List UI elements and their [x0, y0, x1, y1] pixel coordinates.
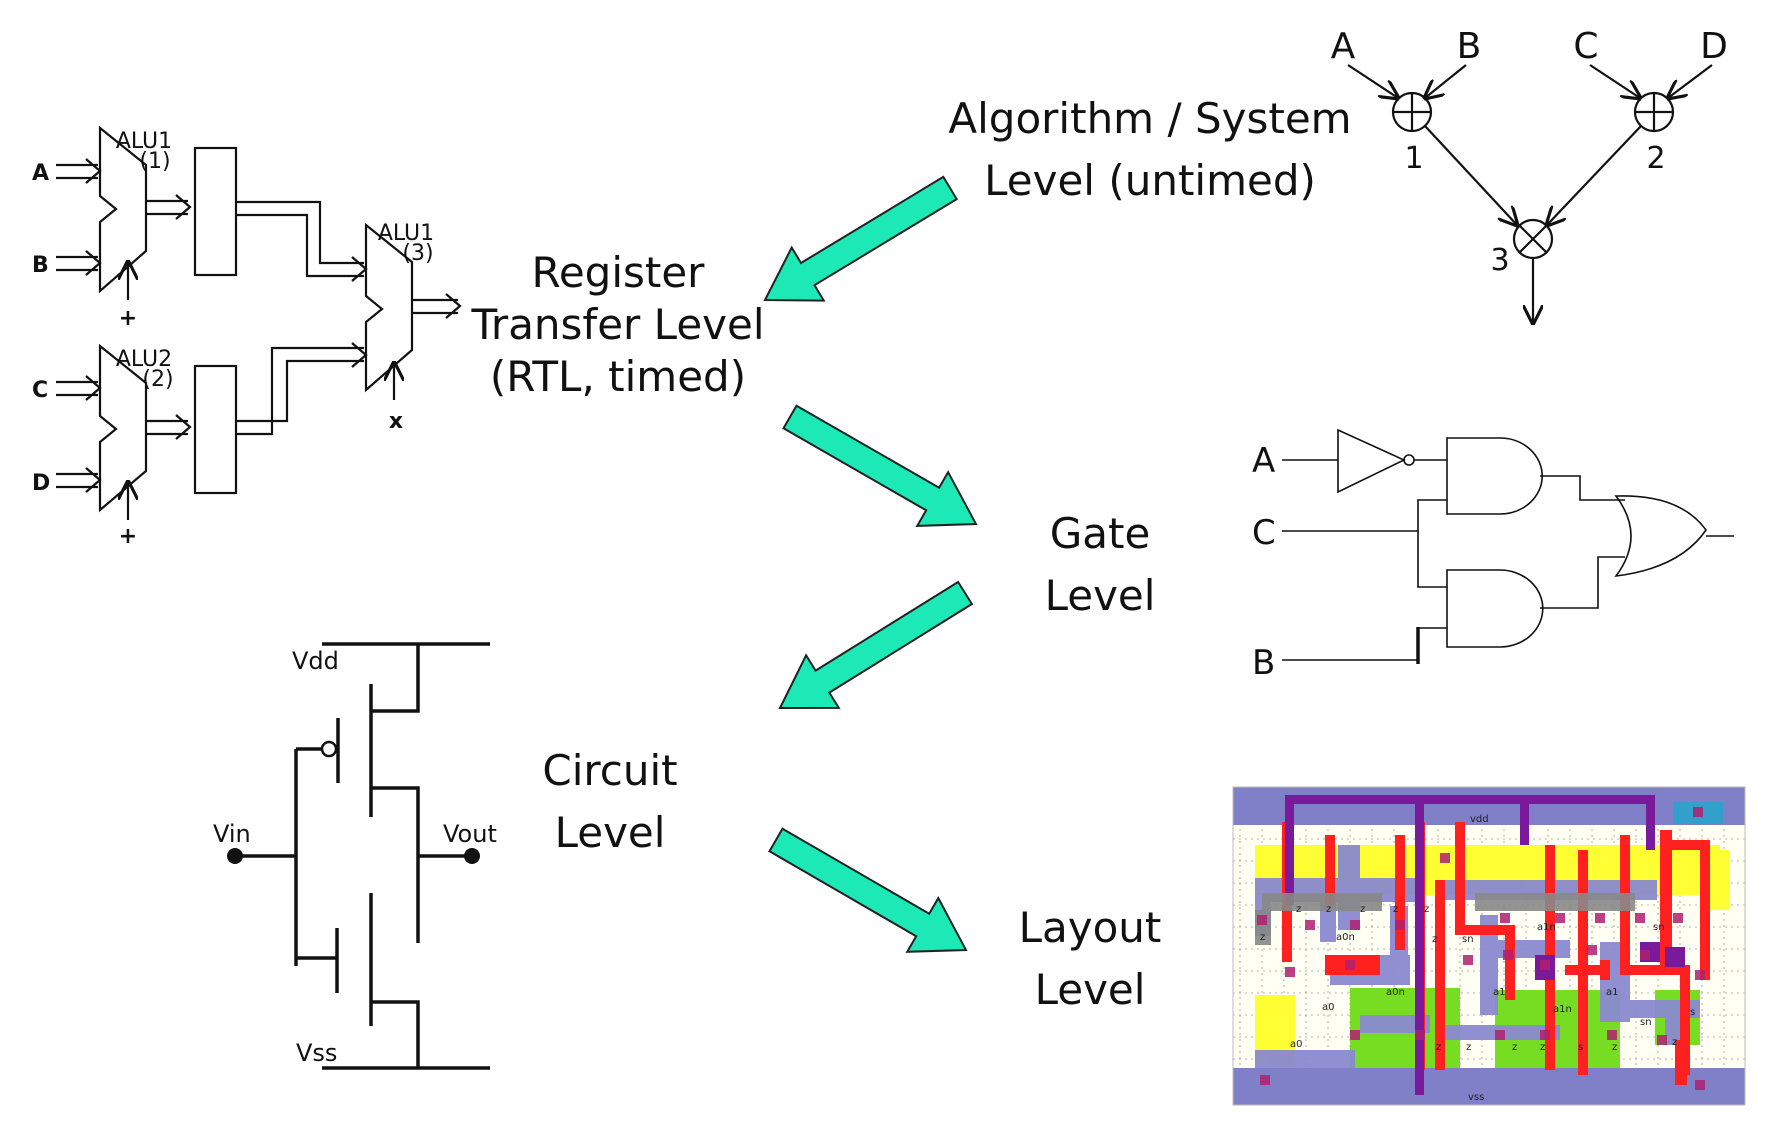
arrow-rtl-to-gate: [782, 404, 978, 527]
gate-schematic: A C B: [1252, 428, 1734, 683]
svg-text:Transfer Level: Transfer Level: [470, 300, 764, 349]
layout-net-label: vss: [1468, 1092, 1484, 1103]
layout-net-label: z: [1436, 1042, 1441, 1053]
layout-net-label: a0n: [1386, 987, 1405, 998]
arrow-circuit-to-layout: [768, 827, 968, 953]
and-gate-2: [1446, 569, 1544, 648]
algo-input-a: A: [1331, 26, 1356, 67]
register-1: [193, 146, 238, 277]
algorithm-dataflow-graph: A B C D 1 2 3: [1331, 26, 1728, 323]
layout-net-label: z: [1360, 904, 1365, 915]
svg-text:Level: Level: [1045, 571, 1156, 620]
layout-net-label: z: [1512, 1042, 1517, 1053]
layout-net-label: a1: [1606, 987, 1619, 998]
layout-view: vdd vss z z z z z a0n a0n a0 a0 z sn a1n a1 a1n sn sn z z z z…: [1232, 786, 1746, 1106]
layout-net-label: z: [1466, 1042, 1471, 1053]
svg-text:x: x: [389, 409, 403, 434]
svg-text:2: 2: [1646, 141, 1665, 176]
circuit-level-title: Circuit Level: [542, 746, 677, 857]
svg-text:Layout: Layout: [1019, 903, 1162, 952]
svg-text:ALU1: ALU1: [378, 221, 434, 246]
vout-label: Vout: [443, 820, 497, 848]
layout-net-label: a1: [1493, 987, 1506, 998]
svg-text:Circuit: Circuit: [542, 746, 677, 795]
svg-text:ALU2: ALU2: [116, 347, 172, 372]
gate-input-b: B: [1252, 643, 1275, 683]
svg-text:Level (untimed): Level (untimed): [984, 156, 1316, 205]
rtl-input-d: D: [32, 471, 50, 496]
layout-net-label: z: [1296, 904, 1301, 915]
svg-text:3: 3: [1490, 243, 1509, 278]
layout-net-label: a1n: [1537, 922, 1556, 933]
layout-net-label: s: [1690, 1007, 1695, 1018]
layout-net-label: a0: [1322, 1002, 1335, 1013]
layout-level-title: Layout Level: [1019, 903, 1162, 1014]
layout-net-label: sn: [1462, 934, 1474, 945]
vout-node: [464, 848, 480, 864]
vin-node: [227, 848, 243, 864]
layout-net-label: vdd: [1470, 814, 1489, 825]
layout-net-label: s: [1578, 1042, 1583, 1053]
svg-text:1: 1: [1404, 141, 1423, 176]
or-gate: [1614, 495, 1707, 578]
svg-text:+: +: [119, 524, 137, 549]
svg-text:(3): (3): [402, 241, 433, 266]
rtl-input-c: C: [32, 378, 48, 403]
layout-net-label: a1n: [1553, 1004, 1572, 1015]
layout-net-label: z: [1540, 1042, 1545, 1053]
algorithm-level-title: Algorithm / System Level (untimed): [948, 94, 1351, 205]
cmos-inverter-circuit: Vdd Vss Vin Vout: [213, 642, 497, 1070]
svg-text:ALU1: ALU1: [116, 129, 172, 154]
gate-input-a: A: [1252, 441, 1275, 481]
algo-input-d: D: [1700, 26, 1728, 67]
svg-text:(RTL, timed): (RTL, timed): [490, 352, 746, 401]
inverter-gate: [1337, 428, 1406, 494]
layout-net-label: z: [1326, 904, 1331, 915]
gate-level-title: Gate Level: [1045, 509, 1156, 620]
layout-net-label: z: [1393, 904, 1398, 915]
svg-text:Register: Register: [532, 248, 706, 297]
register-2: [193, 364, 238, 495]
and-gate-1: [1446, 437, 1543, 515]
rtl-input-b: B: [32, 253, 49, 278]
multiplier-node-3: [1512, 218, 1554, 260]
layout-net-label: z: [1260, 932, 1265, 943]
gate-input-c: C: [1252, 513, 1276, 553]
layout-net-label: sn: [1653, 922, 1665, 933]
adder-node-2: [1633, 91, 1675, 133]
layout-net-label: sn: [1640, 1017, 1652, 1028]
algo-input-c: C: [1573, 26, 1598, 67]
layout-net-label: z: [1432, 934, 1437, 945]
layout-net-label: z: [1424, 904, 1429, 915]
vin-label: Vin: [213, 820, 251, 848]
adder-node-1: [1391, 91, 1433, 133]
rtl-datapath: ALU1 (1) ALU2 (2) ALU1 (3) A B C D: [32, 125, 462, 549]
svg-text:Level: Level: [1035, 965, 1146, 1014]
svg-text:(1): (1): [139, 149, 170, 174]
vss-label: Vss: [296, 1039, 337, 1067]
flow-arrows: [763, 175, 978, 953]
svg-text:Gate: Gate: [1050, 509, 1151, 558]
arrow-algorithm-to-rtl: [763, 175, 959, 302]
svg-text:Level: Level: [555, 808, 666, 857]
arrow-gate-to-circuit: [778, 580, 974, 710]
layout-net-label: a0: [1290, 1039, 1303, 1050]
rtl-input-a: A: [32, 161, 49, 186]
layout-net-label: z: [1672, 1037, 1677, 1048]
layout-net-label: z: [1612, 1042, 1617, 1053]
vdd-label: Vdd: [292, 647, 339, 675]
rtl-level-title: Register Transfer Level (RTL, timed): [470, 248, 764, 401]
pmos-bubble: [320, 740, 338, 758]
svg-text:(2): (2): [142, 367, 173, 392]
svg-text:Algorithm / System: Algorithm / System: [948, 94, 1351, 143]
layout-net-label: a0n: [1336, 932, 1355, 943]
algo-input-b: B: [1457, 26, 1482, 67]
svg-text:+: +: [119, 306, 137, 331]
